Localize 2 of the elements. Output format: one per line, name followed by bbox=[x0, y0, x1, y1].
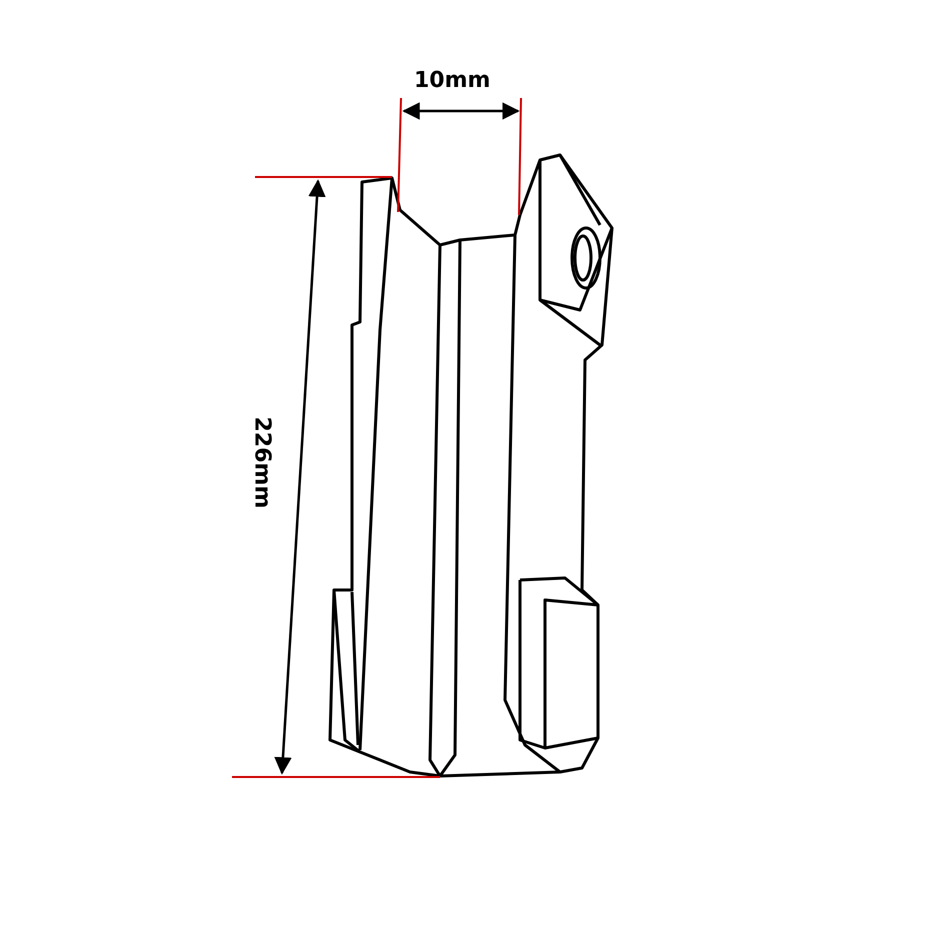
dimension-label: 226mm bbox=[249, 416, 274, 508]
dimension-label: 10mm bbox=[414, 68, 490, 93]
